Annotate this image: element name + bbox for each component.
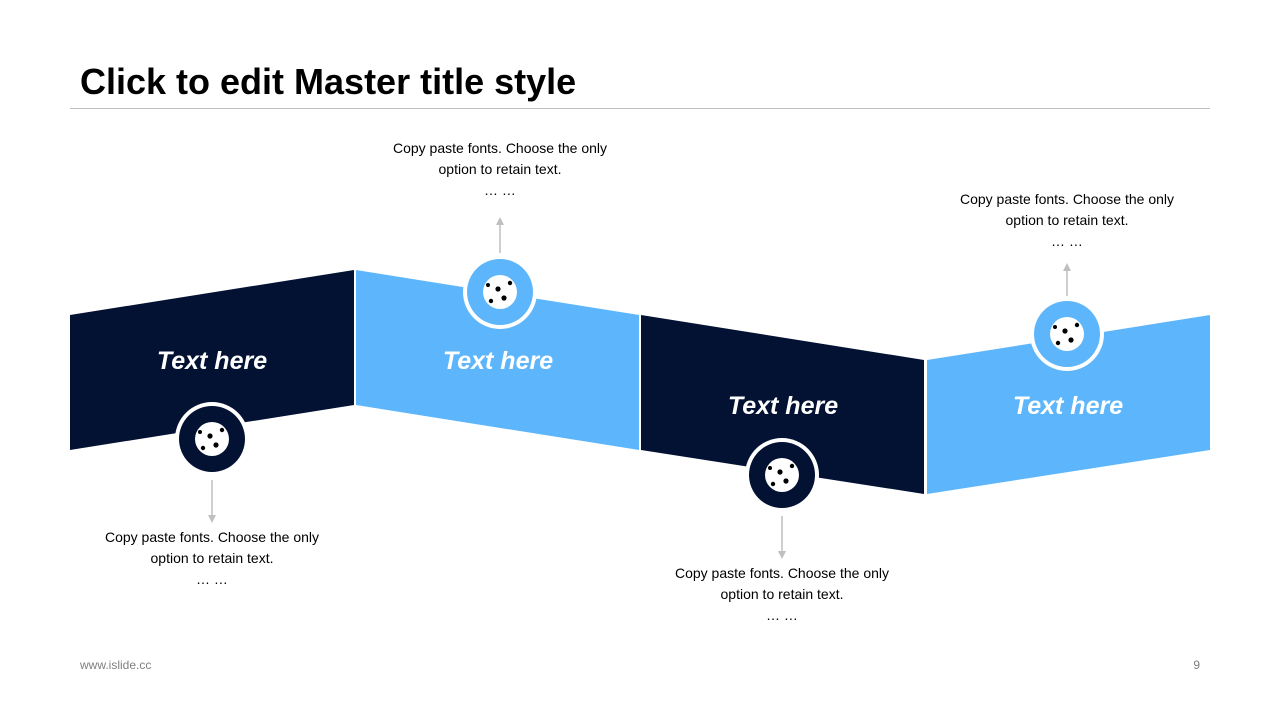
description-line: Copy paste fonts. Choose the only	[392, 140, 608, 156]
footer-url: www.islide.cc	[80, 658, 152, 672]
segment-3-badge	[745, 438, 819, 512]
slide-title: Click to edit Master title style	[80, 61, 577, 102]
segment-1-panel	[70, 270, 354, 450]
segment-1: Text here	[70, 270, 354, 523]
segment-4-panel	[927, 315, 1210, 494]
description-line: option to retain text.	[150, 550, 274, 566]
segment-2-label: Text here	[443, 347, 553, 375]
segment-3-panel	[641, 315, 924, 494]
description-ellipsis: … …	[766, 607, 798, 623]
network-globe-icon	[765, 458, 799, 492]
segment-2-badge	[463, 255, 537, 329]
description-line: option to retain text.	[1005, 212, 1129, 228]
page-number: 9	[1193, 658, 1200, 672]
segment-3-label: Text here	[728, 392, 838, 420]
description-line: Copy paste fonts. Choose the only	[674, 565, 890, 581]
description-ellipsis: … …	[484, 182, 516, 198]
segment-3-description: Copy paste fonts. Choose the only option…	[632, 563, 932, 626]
segment-2-panel	[356, 270, 639, 450]
description-line: Copy paste fonts. Choose the only	[959, 191, 1175, 207]
title-divider	[70, 108, 1210, 109]
segment-1-badge	[175, 402, 249, 476]
segment-3: Text here	[641, 315, 924, 559]
network-globe-icon	[1050, 317, 1084, 351]
segment-1-description: Copy paste fonts. Choose the only option…	[62, 527, 362, 590]
description-line: option to retain text.	[720, 586, 844, 602]
segment-4-badge	[1030, 297, 1104, 371]
segment-4: Text here	[927, 263, 1210, 494]
segment-1-label: Text here	[157, 347, 267, 375]
segment-4-label: Text here	[1013, 392, 1123, 420]
segment-2: Text here	[356, 217, 639, 450]
description-ellipsis: … …	[1051, 233, 1083, 249]
network-globe-icon	[483, 275, 517, 309]
network-globe-icon	[195, 422, 229, 456]
description-line: Copy paste fonts. Choose the only	[104, 529, 320, 545]
description-line: option to retain text.	[438, 161, 562, 177]
description-ellipsis: … …	[196, 571, 228, 587]
segment-2-description: Copy paste fonts. Choose the only option…	[350, 138, 650, 201]
segment-4-description: Copy paste fonts. Choose the only option…	[917, 189, 1217, 252]
